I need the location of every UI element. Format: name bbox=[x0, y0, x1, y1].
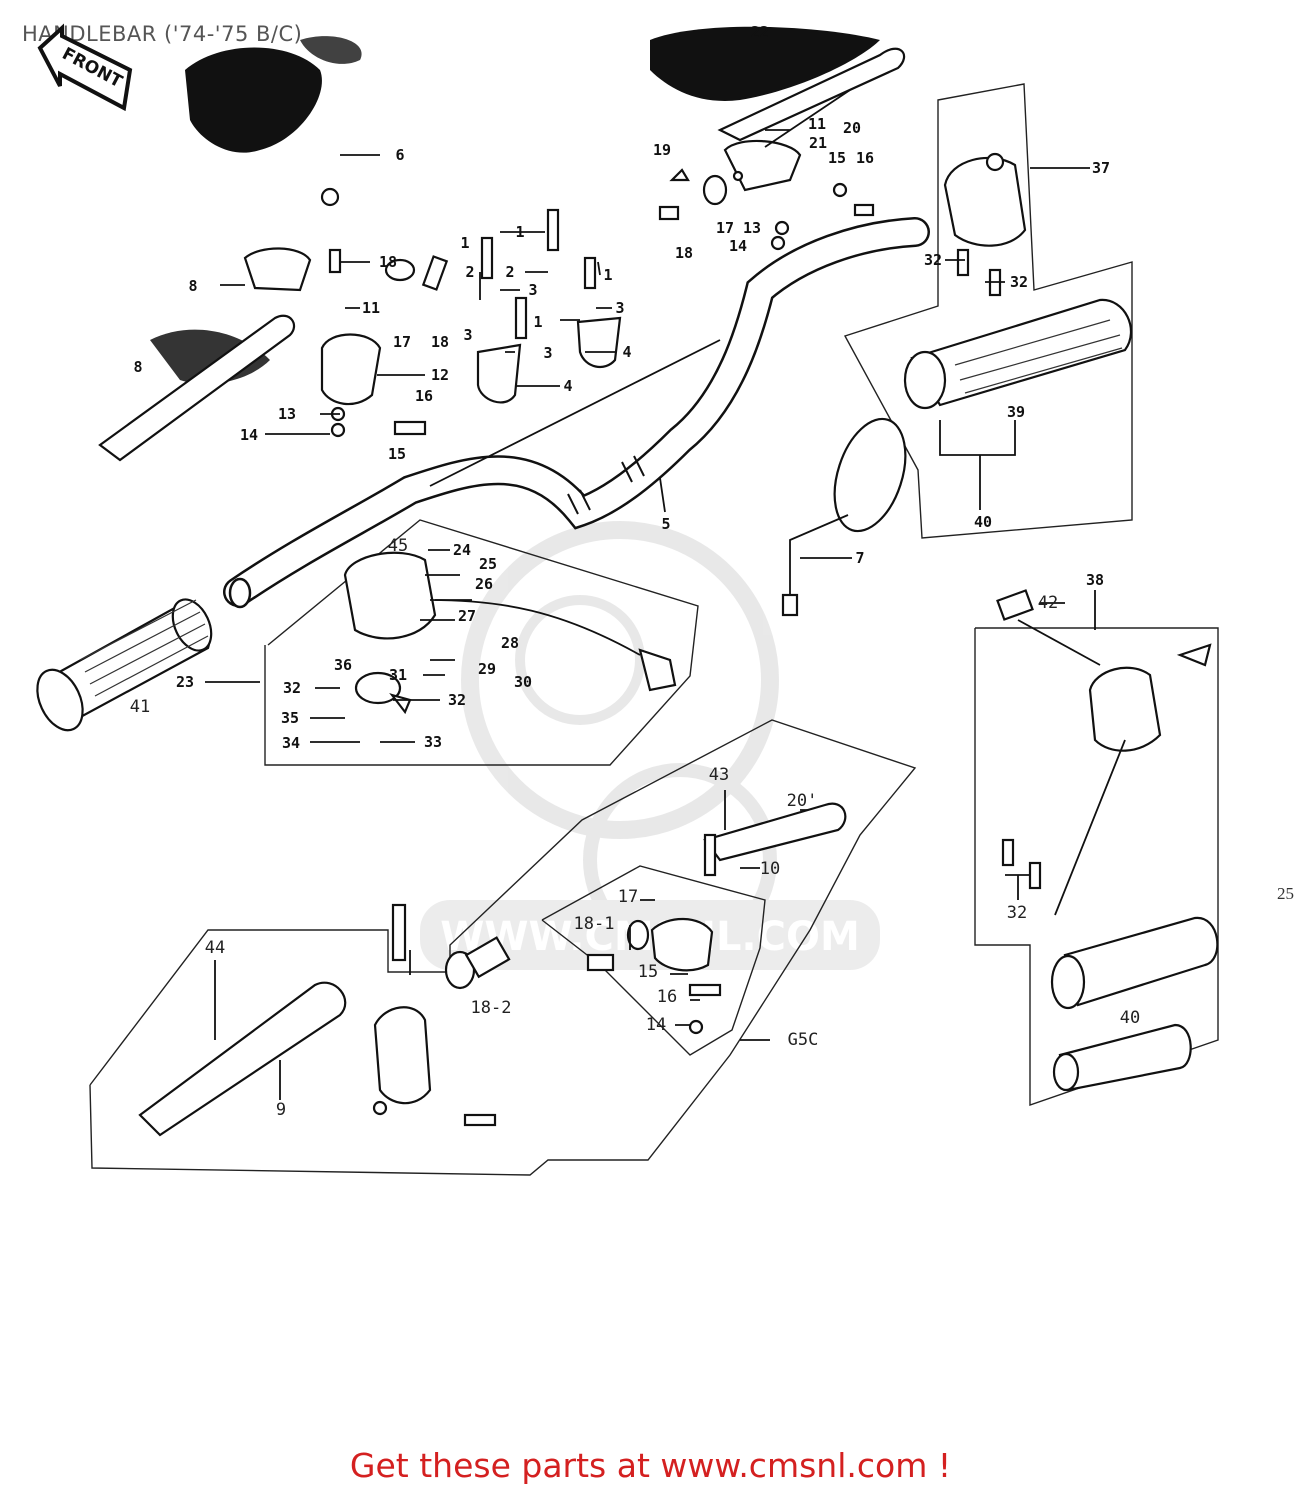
callout: 2 bbox=[505, 263, 514, 281]
callout: 15 bbox=[828, 149, 846, 167]
callout: 34 bbox=[282, 734, 300, 752]
clutch-lever-upper bbox=[717, 47, 906, 192]
callout: 13 bbox=[743, 219, 761, 237]
lever-bracket-left bbox=[98, 247, 382, 462]
callout: 14 bbox=[240, 426, 258, 444]
callout: 14 bbox=[646, 1015, 666, 1035]
callout: 16 bbox=[415, 387, 433, 405]
callout: 17 bbox=[393, 333, 411, 351]
callout: 18-2 bbox=[471, 998, 512, 1018]
callout: 10 bbox=[760, 859, 780, 879]
right-grip-lower bbox=[1050, 916, 1219, 1092]
callout: 28 bbox=[501, 634, 519, 652]
callout: 20 bbox=[843, 119, 861, 137]
callout: 36 bbox=[334, 656, 352, 674]
callout: 8 bbox=[188, 277, 197, 295]
callout: 14 bbox=[729, 237, 747, 255]
front-brake-lever bbox=[138, 802, 847, 1137]
callout: 17 bbox=[716, 219, 734, 237]
callout: 2 bbox=[465, 263, 474, 281]
callout: 13 bbox=[278, 405, 296, 423]
callout: 6 bbox=[395, 146, 404, 164]
callout: 3 bbox=[463, 326, 472, 344]
callout: 4 bbox=[622, 343, 631, 361]
group-outlines bbox=[89, 83, 1219, 1176]
callout: 4 bbox=[563, 377, 572, 395]
callout: 12 bbox=[431, 366, 449, 384]
callout: 24 bbox=[453, 541, 471, 559]
callout: 39 bbox=[1007, 403, 1025, 421]
callout: 11 bbox=[808, 115, 826, 133]
callout: 23 bbox=[176, 673, 194, 691]
callout: 8 bbox=[133, 358, 142, 376]
watermark: WWW.CMSNL.COM bbox=[420, 521, 880, 970]
callout: 18-1 bbox=[574, 914, 615, 934]
callout: 33 bbox=[424, 733, 442, 751]
callout: 16 bbox=[657, 987, 677, 1007]
callout: 18 bbox=[379, 253, 397, 271]
right-throttle-grip bbox=[903, 298, 1133, 410]
page-number: 25 bbox=[1277, 884, 1294, 903]
callout: 44 bbox=[205, 938, 225, 958]
callout: 18 bbox=[431, 333, 449, 351]
callout: 31 bbox=[389, 666, 407, 684]
callout: 1 bbox=[533, 313, 542, 331]
part-callouts: 6 18 8 8 11 17 18 12 13 14 16 15 1 1 1 1… bbox=[130, 23, 1140, 1120]
callout: 3 bbox=[615, 299, 624, 317]
handlebar-holders bbox=[476, 316, 622, 404]
callout: 15 bbox=[388, 445, 406, 463]
callout: 41 bbox=[130, 697, 150, 717]
callout: 40 bbox=[974, 513, 992, 531]
front-arrow: FRONT bbox=[37, 23, 133, 112]
callout: 25 bbox=[479, 555, 497, 573]
callout: 40 bbox=[1120, 1008, 1140, 1028]
handlebar bbox=[223, 217, 930, 609]
callout: 22 bbox=[751, 23, 769, 41]
callout: 7 bbox=[855, 549, 864, 567]
throttle-housing-38 bbox=[1054, 643, 1212, 916]
callout: 35 bbox=[281, 709, 299, 727]
callout: 3 bbox=[528, 281, 537, 299]
callout: 26 bbox=[475, 575, 493, 593]
callout: 16 bbox=[856, 149, 874, 167]
callout: 37 bbox=[1092, 159, 1110, 177]
callout: 27 bbox=[458, 607, 476, 625]
callout: 30 bbox=[514, 673, 532, 691]
callout: 9 bbox=[276, 1100, 286, 1120]
callout: 1 bbox=[515, 223, 524, 241]
callout: 20' bbox=[787, 791, 818, 811]
callout: 18 bbox=[675, 244, 693, 262]
callout: 32 bbox=[1007, 903, 1027, 923]
callout: 17 bbox=[618, 887, 638, 907]
callout: 45 bbox=[388, 536, 408, 556]
watermark-text: WWW.CMSNL.COM bbox=[440, 914, 860, 960]
callout: 11 bbox=[362, 299, 380, 317]
callout: 32 bbox=[448, 691, 466, 709]
small-fasteners bbox=[320, 168, 1101, 1127]
mirror bbox=[781, 417, 907, 617]
callout: 32 bbox=[283, 679, 301, 697]
callout: 32 bbox=[1010, 273, 1028, 291]
callout: 3 bbox=[543, 344, 552, 362]
callout: 29 bbox=[478, 660, 496, 678]
callout: G5C bbox=[788, 1030, 819, 1050]
callout: 38 bbox=[1086, 571, 1104, 589]
left-switch-housing bbox=[343, 551, 677, 715]
callout: 1 bbox=[603, 266, 612, 284]
callout: 19 bbox=[653, 141, 671, 159]
callout: 5 bbox=[661, 515, 670, 533]
left-grip bbox=[36, 598, 213, 732]
callout: 43 bbox=[709, 765, 729, 785]
throttle-housing-37 bbox=[943, 152, 1027, 247]
callout: 1 bbox=[460, 234, 469, 252]
callout: 15 bbox=[638, 962, 658, 982]
callout: 21 bbox=[809, 134, 827, 152]
callout: 42 bbox=[1038, 593, 1058, 613]
leader-lines bbox=[205, 89, 1096, 1100]
cmsnl-parts-link[interactable]: Get these parts at www.cmsnl.com ! bbox=[349, 1446, 952, 1485]
callout: 32 bbox=[924, 251, 942, 269]
